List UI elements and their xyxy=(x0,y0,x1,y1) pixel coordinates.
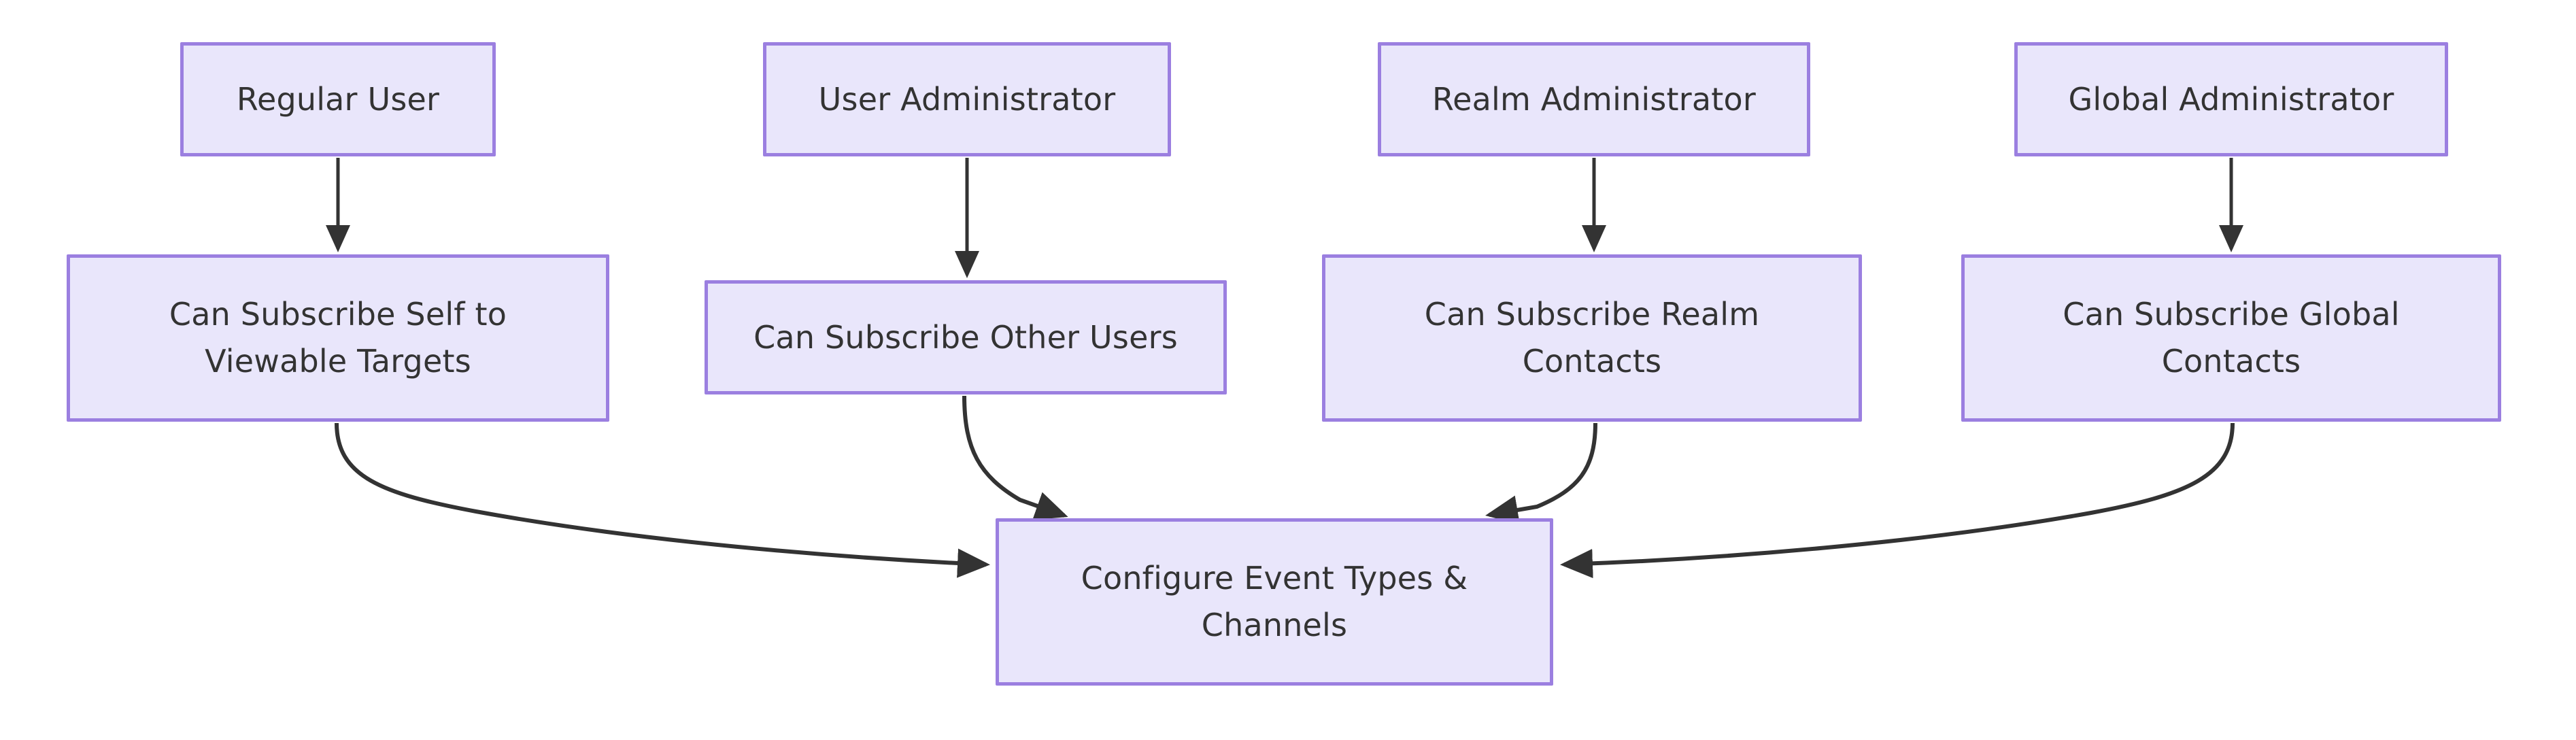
node-label: Can Subscribe Global Contacts xyxy=(2063,296,2400,380)
node-configure-event-types-and-channels[interactable]: Configure Event Types & Channels xyxy=(996,518,1553,686)
edge-can-subscribe-global-contacts-to-configure xyxy=(1560,422,2235,579)
node-can-subscribe-global-contacts[interactable]: Can Subscribe Global Contacts xyxy=(1961,254,2501,422)
node-realm-administrator[interactable]: Realm Administrator xyxy=(1378,42,1810,156)
node-can-subscribe-self-to-viewable-targets[interactable]: Can Subscribe Self to Viewable Targets xyxy=(67,254,609,422)
node-can-subscribe-realm-contacts[interactable]: Can Subscribe Realm Contacts xyxy=(1322,254,1862,422)
node-user-administrator[interactable]: User Administrator xyxy=(763,42,1171,156)
edge-can-subscribe-self-to-configure xyxy=(335,422,990,578)
node-label: Can Subscribe Self to Viewable Targets xyxy=(169,296,507,380)
node-label: Realm Administrator xyxy=(1432,80,1756,118)
edge-can-subscribe-realm-contacts-to-configure xyxy=(1485,422,1597,525)
node-label: Can Subscribe Realm Contacts xyxy=(1424,296,1760,380)
node-label: Configure Event Types & Channels xyxy=(1081,560,1468,643)
node-label: Regular User xyxy=(236,80,440,118)
node-label: Global Administrator xyxy=(2068,80,2394,118)
node-label: User Administrator xyxy=(818,80,1116,118)
node-regular-user[interactable]: Regular User xyxy=(180,42,496,156)
node-can-subscribe-other-users[interactable]: Can Subscribe Other Users xyxy=(705,280,1227,394)
node-label: Can Subscribe Other Users xyxy=(753,318,1178,356)
node-global-administrator[interactable]: Global Administrator xyxy=(2014,42,2448,156)
edge-can-subscribe-other-users-to-configure xyxy=(962,395,1068,520)
